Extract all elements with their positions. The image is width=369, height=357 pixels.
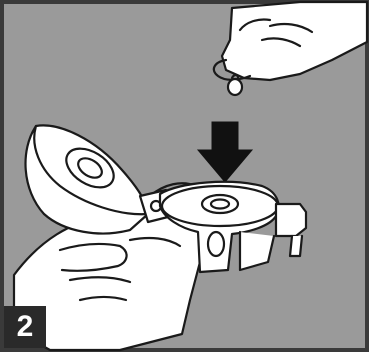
droplet-icon	[228, 79, 242, 95]
step-number-badge: 2	[4, 306, 46, 348]
